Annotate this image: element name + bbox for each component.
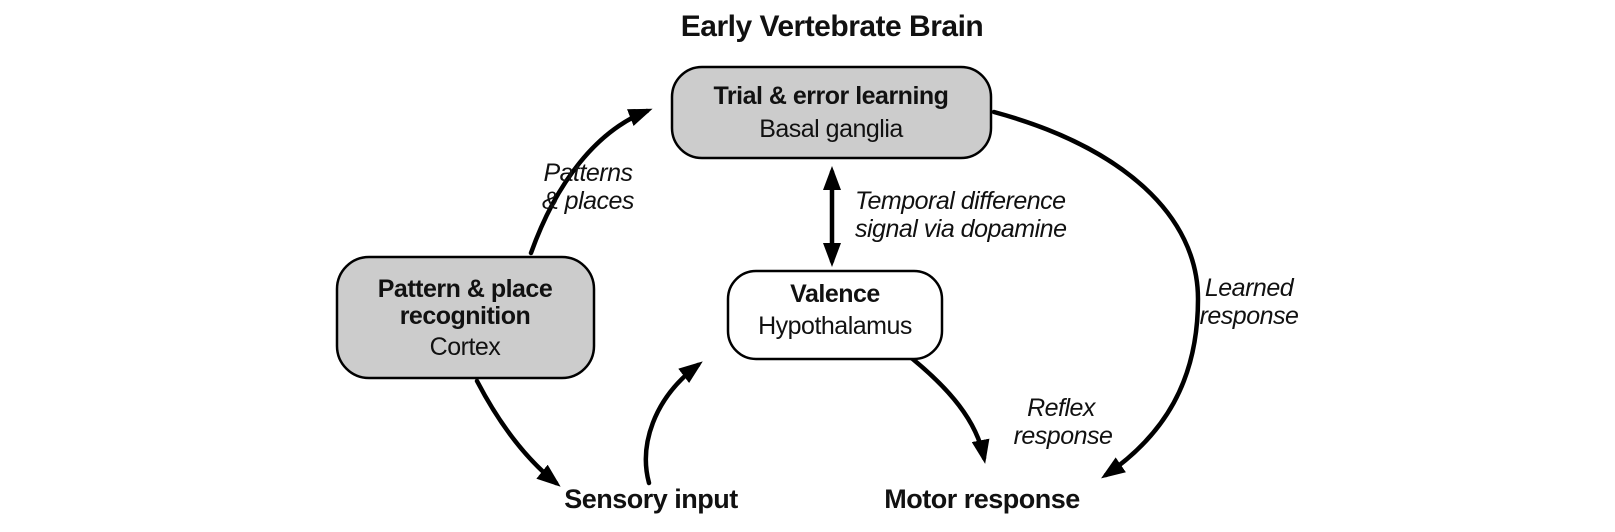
label-learned-response: Learned response xyxy=(1200,274,1299,330)
label-reflex-response-line1: Reflex xyxy=(1027,394,1097,422)
label-patterns-places-line2: & places xyxy=(542,187,634,215)
label-patterns-places-line1: Patterns xyxy=(543,159,632,187)
node-trial-error-title: Trial & error learning xyxy=(714,82,949,110)
arrow-cortex-to-basal-ganglia xyxy=(528,108,653,256)
arrow-basal-ganglia-to-motor-learned xyxy=(991,109,1201,479)
node-trial-error-learning: Trial & error learning Basal ganglia xyxy=(670,65,993,160)
label-motor-response: Motor response xyxy=(884,484,1080,514)
node-trial-error-box xyxy=(670,65,993,160)
arrow-cortex-to-sensory-input xyxy=(474,378,561,487)
node-pattern-place-recognition: Pattern & place recognition Cortex xyxy=(335,255,596,380)
label-learned-response-line2: response xyxy=(1200,302,1299,330)
node-pattern-place-box xyxy=(335,255,596,380)
label-patterns-places: Patterns & places xyxy=(542,159,634,215)
label-reflex-response: Reflex response xyxy=(1014,394,1113,450)
label-reflex-response-line2: response xyxy=(1014,422,1113,450)
label-learned-response-line1: Learned xyxy=(1205,274,1295,302)
node-valence-subtitle: Hypothalamus xyxy=(758,312,912,340)
diagram-title: Early Vertebrate Brain xyxy=(681,10,984,43)
node-trial-error-subtitle: Basal ganglia xyxy=(759,115,903,143)
node-pattern-place-subtitle: Cortex xyxy=(430,333,502,361)
label-sensory-input: Sensory input xyxy=(564,484,738,514)
node-pattern-place-title-line1: Pattern & place xyxy=(378,275,553,303)
arrow-valence-to-motor-reflex xyxy=(901,349,990,464)
arrow-sensory-input-to-valence xyxy=(643,361,703,486)
node-valence-box xyxy=(726,269,944,361)
node-valence-title: Valence xyxy=(790,280,880,308)
node-pattern-place-title-line2: recognition xyxy=(400,302,531,330)
label-temporal-difference-line1: Temporal difference xyxy=(855,187,1066,215)
label-temporal-difference: Temporal difference signal via dopamine xyxy=(855,187,1067,243)
node-valence: Valence Hypothalamus xyxy=(726,269,944,361)
label-temporal-difference-line2: signal via dopamine xyxy=(855,215,1066,243)
